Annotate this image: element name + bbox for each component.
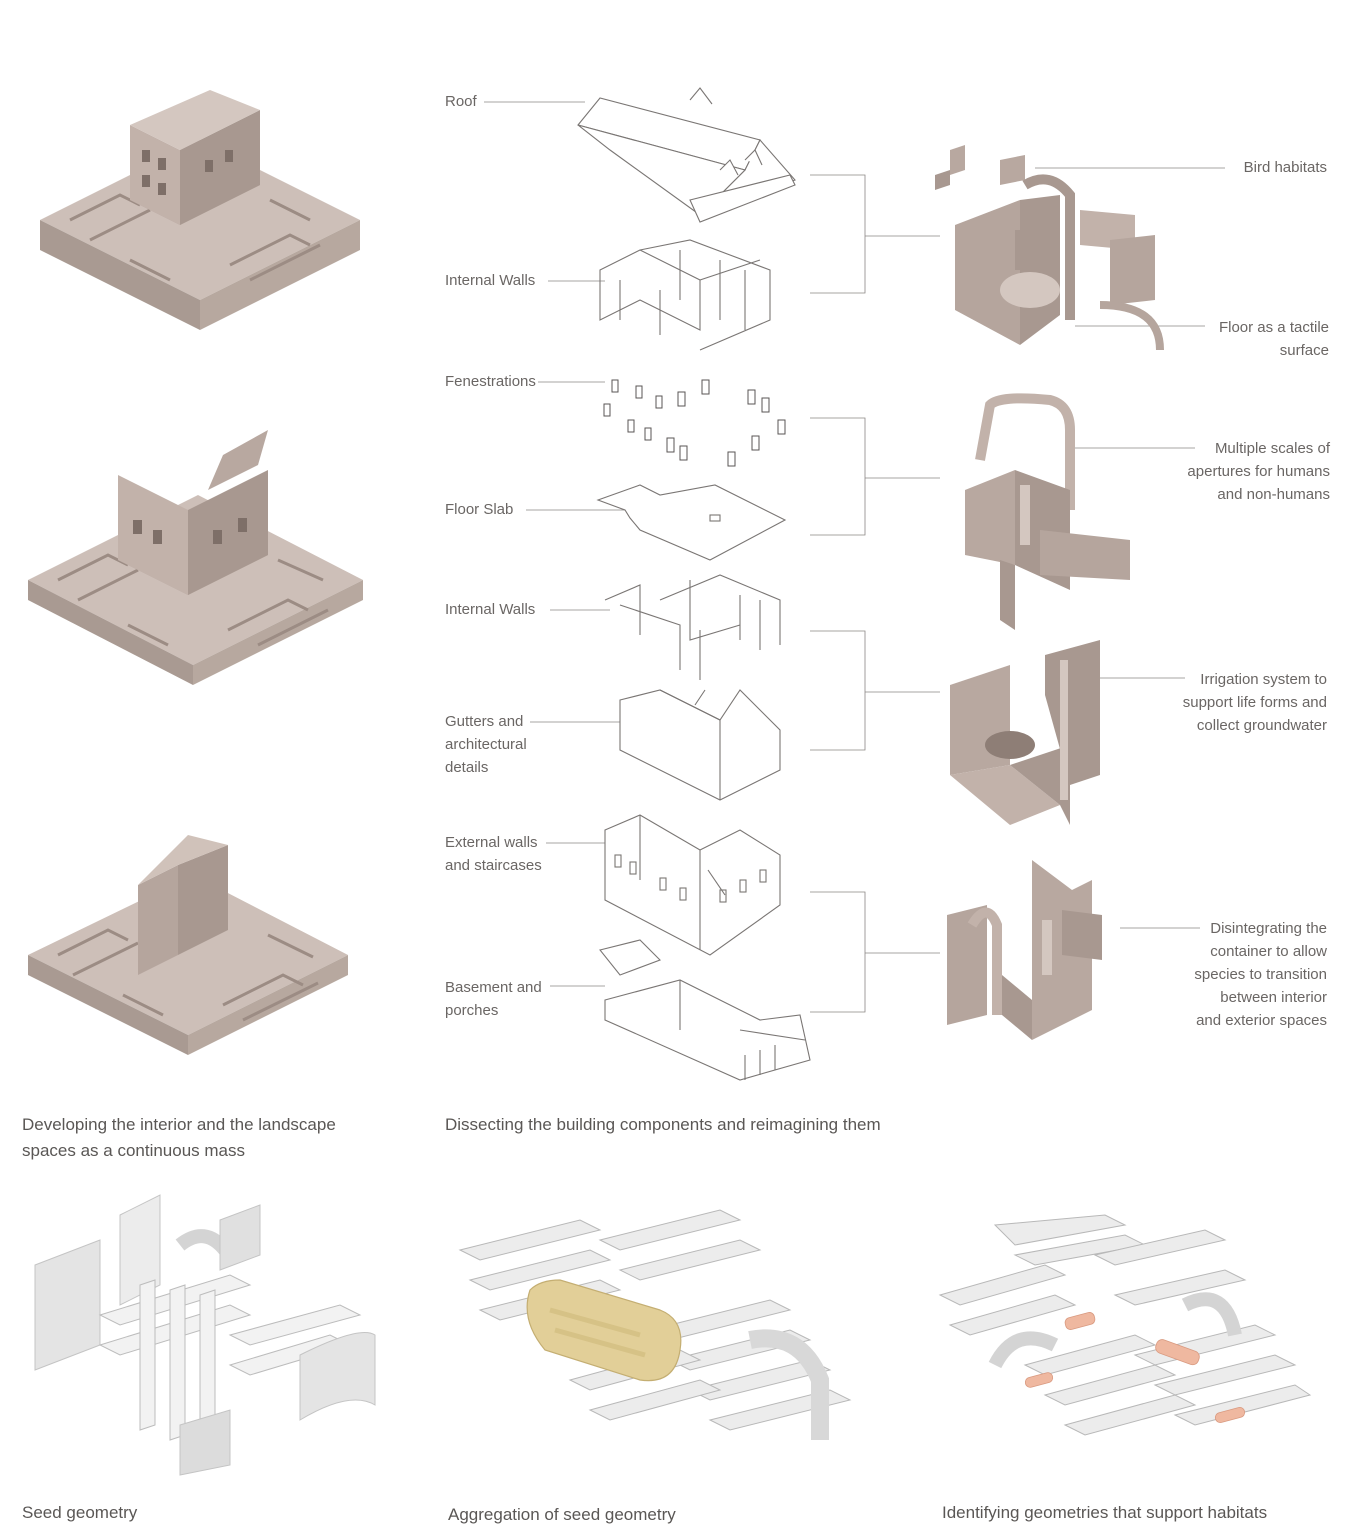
massing-model-1 — [40, 90, 360, 330]
seed-geometry-drawing — [34, 1194, 376, 1476]
label-floor-tactile-line1: Floor as a tactile — [1218, 319, 1329, 336]
label-irrigation-line3: collect groundwater — [1196, 717, 1327, 734]
caption-dissecting: Dissecting the building components and r… — [445, 1115, 881, 1134]
label-gutters-line3: details — [445, 759, 489, 776]
caption-aggregation: Aggregation of seed geometry — [448, 1505, 676, 1524]
reimagined-irrigation — [950, 640, 1100, 825]
fenestrations-drawing — [603, 379, 786, 467]
label-disintegrating-line3: species to transition — [1194, 966, 1327, 983]
label-fenestrations: Fenestrations — [445, 373, 536, 390]
massing-model-3 — [28, 835, 348, 1055]
label-disintegrating-line5: and exterior spaces — [1196, 1012, 1327, 1029]
caption-continuous-mass-line2: spaces as a continuous mass — [22, 1141, 246, 1160]
gutters-drawing — [619, 689, 781, 801]
reimagined-disintegrating — [947, 860, 1102, 1040]
internal-walls-1-drawing — [599, 239, 771, 351]
label-disintegrating-line1: Disintegrating the — [1210, 920, 1327, 937]
label-basement-line1: Basement and — [445, 979, 542, 996]
label-disintegrating-line2: container to allow — [1210, 943, 1327, 960]
label-irrigation-line1: Irrigation system to — [1200, 671, 1327, 688]
massing-model-2 — [28, 430, 363, 685]
caption-continuous-mass-line1: Developing the interior and the landscap… — [22, 1115, 336, 1134]
label-apertures-line1: Multiple scales of — [1214, 440, 1330, 457]
label-floor-tactile-line2: surface — [1279, 342, 1329, 359]
external-walls-drawing — [604, 814, 781, 956]
aggregation-drawing — [458, 1209, 852, 1440]
label-disintegrating-line4: between interior — [1220, 989, 1327, 1006]
label-gutters-line2: architectural — [445, 736, 527, 753]
label-internal-walls-1: Internal Walls — [445, 272, 536, 289]
label-irrigation-line2: support life forms and — [1182, 694, 1327, 711]
label-bird-habitats: Bird habitats — [1243, 159, 1327, 176]
label-apertures-line3: and non-humans — [1217, 486, 1330, 503]
label-roof: Roof — [445, 93, 477, 110]
floor-slab-drawing — [596, 484, 787, 561]
label-apertures-line2: apertures for humans — [1187, 463, 1330, 480]
label-internal-walls-2: Internal Walls — [445, 601, 536, 618]
label-basement-line2: porches — [445, 1002, 499, 1019]
exploded-components-drawing — [484, 87, 1225, 1081]
brackets — [810, 174, 940, 1013]
roof-drawing — [577, 87, 796, 223]
habitats-drawing — [938, 1214, 1312, 1436]
label-external-walls-line1: External walls — [445, 834, 538, 851]
reimagined-bird-habitat — [935, 145, 1164, 351]
label-gutters-line1: Gutters and — [445, 713, 524, 730]
label-external-walls-line2: and staircases — [445, 857, 542, 874]
internal-walls-2-drawing — [604, 574, 781, 680]
label-floor-slab: Floor Slab — [445, 501, 514, 518]
caption-seed-geometry: Seed geometry — [22, 1503, 138, 1522]
caption-habitats: Identifying geometries that support habi… — [942, 1503, 1268, 1522]
basement-drawing — [599, 939, 811, 1081]
reimagined-apertures — [965, 393, 1130, 630]
